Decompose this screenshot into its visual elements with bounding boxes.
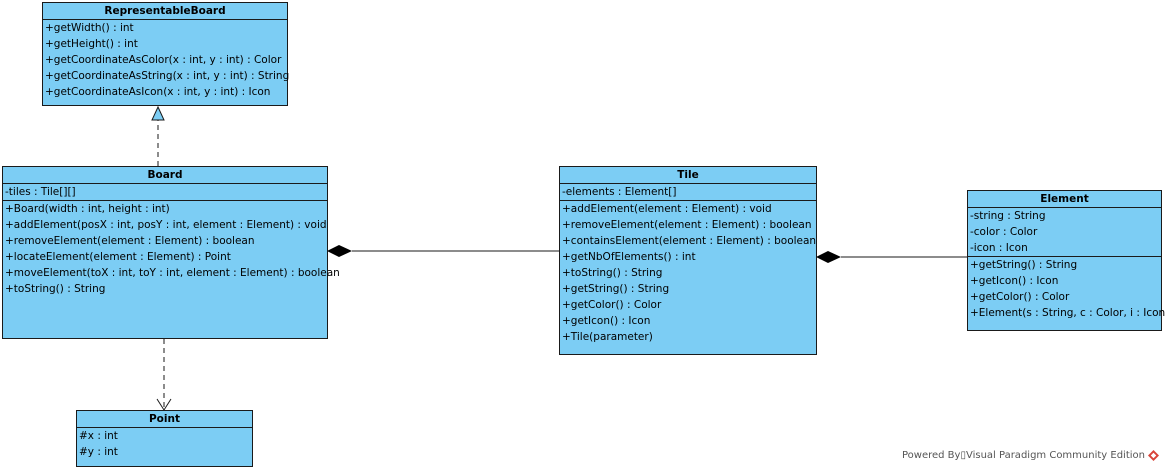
board-composition-diamond — [327, 245, 352, 257]
operation: +getWidth() : int — [45, 22, 134, 34]
attribute: -color : Color — [970, 226, 1038, 238]
class-board[interactable]: Board -tiles : Tile[][] +Board(width : i… — [2, 166, 340, 339]
operations-section: +getString() : String +getIcon() : Icon … — [968, 257, 1165, 321]
class-name: Element — [968, 191, 1161, 208]
operation: +toString() : String — [5, 283, 106, 295]
class-tile[interactable]: Tile -elements : Element[] +addElement(e… — [559, 166, 817, 355]
operation: +moveElement(toX : int, toY : int, eleme… — [5, 267, 340, 279]
watermark: Powered By▯Visual Paradigm Community Edi… — [902, 450, 1159, 461]
operation: +getCoordinateAsString(x : int, y : int)… — [45, 70, 290, 82]
class-point[interactable]: Point #x : int #y : int — [76, 410, 253, 467]
operations-section: +addElement(element : Element) : void +r… — [560, 201, 816, 345]
operation: +locateElement(element : Element) : Poin… — [5, 251, 231, 263]
operation: +Tile(parameter) — [562, 331, 653, 343]
attribute: -icon : Icon — [970, 242, 1028, 254]
operation: +addElement(posX : int, posY : int, elem… — [5, 219, 327, 231]
watermark-text: Powered By▯Visual Paradigm Community Edi… — [901, 450, 1145, 461]
operation: +Board(width : int, height : int) — [5, 203, 170, 215]
operation: +Element(s : String, c : Color, i : Icon… — [970, 307, 1165, 319]
attribute: -string : String — [970, 210, 1046, 222]
operation: +getString() : String — [970, 259, 1078, 271]
attribute: -elements : Element[] — [562, 186, 677, 198]
operation: +getColor() : Color — [562, 299, 662, 311]
realization-arrowhead — [151, 105, 165, 121]
class-representable-board[interactable]: RepresentableBoard +getWidth() : int +ge… — [42, 2, 290, 106]
attribute: #x : int — [79, 430, 118, 442]
visual-paradigm-logo-icon — [1148, 450, 1159, 461]
operations-section: +Board(width : int, height : int) +addEl… — [3, 201, 340, 297]
operation: +getColor() : Color — [970, 291, 1070, 303]
attributes-section: -elements : Element[] — [560, 184, 816, 201]
operation: +addElement(element : Element) : void — [562, 203, 772, 215]
operation: +removeElement(element : Element) : bool… — [5, 235, 255, 247]
operation: +getIcon() : Icon — [562, 315, 651, 327]
operation: +getCoordinateAsColor(x : int, y : int) … — [45, 54, 282, 66]
attributes-section: -string : String -color : Color -icon : … — [968, 208, 1161, 257]
class-name: Board — [3, 167, 327, 184]
operation: +toString() : String — [562, 267, 663, 279]
operation: +containsElement(element : Element) : bo… — [562, 235, 817, 247]
operation: +getNbOfElements() : int — [562, 251, 696, 263]
operations-section: +getWidth() : int +getHeight() : int +ge… — [43, 20, 290, 100]
class-name: RepresentableBoard — [43, 3, 287, 20]
operation: +getCoordinateAsIcon(x : int, y : int) :… — [45, 86, 271, 98]
attribute: #y : int — [79, 446, 118, 458]
attributes-section: -tiles : Tile[][] — [3, 184, 327, 201]
class-name: Tile — [560, 167, 816, 184]
class-name: Point — [77, 411, 252, 428]
operation: +getIcon() : Icon — [970, 275, 1059, 287]
operation: +removeElement(element : Element) : bool… — [562, 219, 812, 231]
class-element[interactable]: Element -string : String -color : Color … — [967, 190, 1165, 331]
attributes-section: #x : int #y : int — [77, 428, 252, 460]
attribute: -tiles : Tile[][] — [5, 186, 76, 198]
tile-composition-diamond — [816, 251, 841, 263]
operation: +getHeight() : int — [45, 38, 138, 50]
operation: +getString() : String — [562, 283, 670, 295]
